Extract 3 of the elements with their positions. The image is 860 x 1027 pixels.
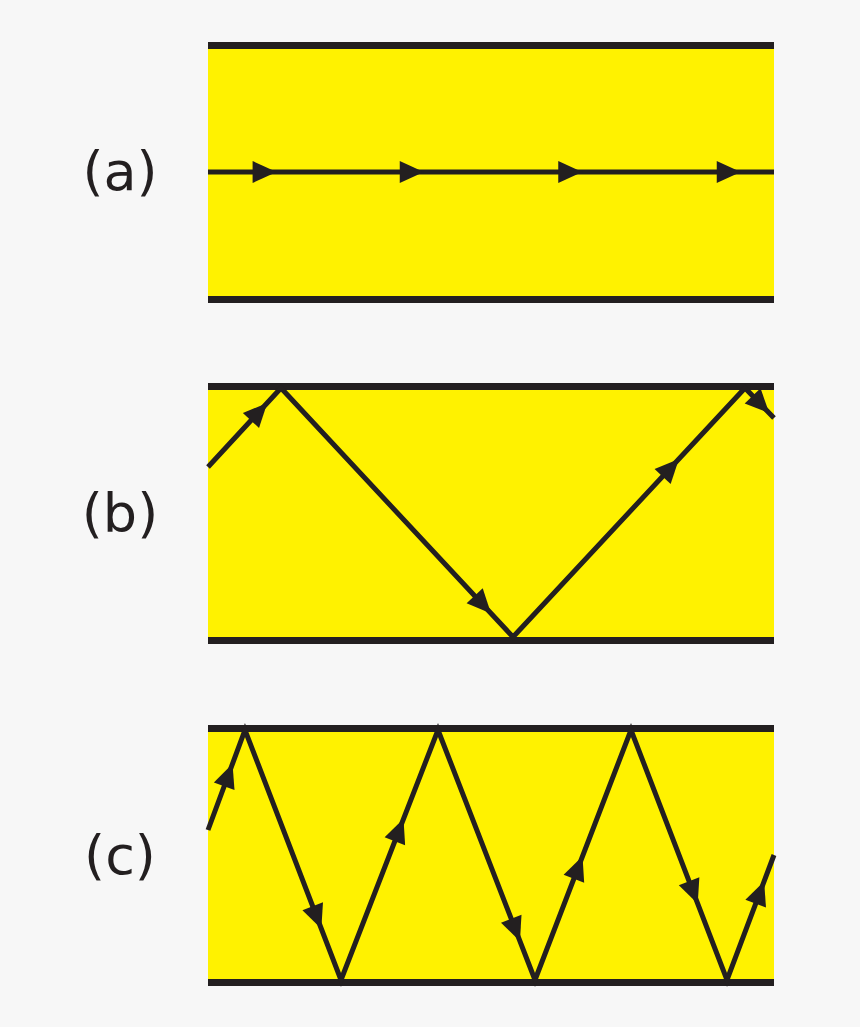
panel-label: (a) [81, 142, 159, 202]
panel-label: (b) [80, 484, 160, 544]
panel-label: (c) [83, 826, 157, 886]
